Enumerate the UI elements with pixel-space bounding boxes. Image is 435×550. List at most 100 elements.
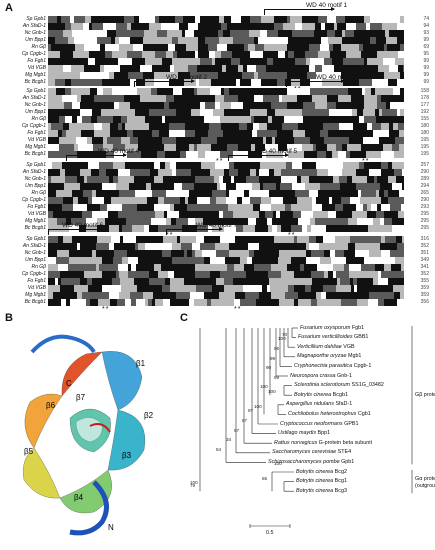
residue-block xyxy=(341,72,357,79)
residue-count: 352 xyxy=(420,271,429,277)
residue-block xyxy=(180,197,185,204)
residue-block xyxy=(323,123,330,130)
residue-block xyxy=(294,51,305,58)
residue-block xyxy=(328,169,342,176)
bootstrap-value: 97 xyxy=(248,408,254,414)
species-label: Rn Gβ xyxy=(31,116,46,122)
residue-block xyxy=(48,190,56,197)
residue-block xyxy=(151,88,157,95)
residue-block xyxy=(381,162,388,169)
residue-block xyxy=(346,51,361,58)
residue-block xyxy=(366,130,373,137)
residue-block xyxy=(311,250,324,257)
residue-block xyxy=(155,16,159,23)
residue-block xyxy=(306,250,311,257)
residue-block xyxy=(264,257,278,264)
residue-block xyxy=(372,79,388,86)
residue-block xyxy=(309,44,320,51)
residue-block xyxy=(398,65,403,72)
residue-block xyxy=(290,16,302,23)
residue-block xyxy=(185,197,188,204)
residue-block xyxy=(144,30,157,37)
residue-block xyxy=(95,58,111,65)
residue-block xyxy=(316,225,321,232)
residue-block xyxy=(187,204,200,211)
residue-block xyxy=(177,236,180,243)
residue-block xyxy=(381,204,390,211)
residue-block xyxy=(111,37,115,44)
residue-block xyxy=(153,123,169,130)
residue-block xyxy=(309,176,317,183)
residue-block xyxy=(141,151,157,158)
residue-block xyxy=(360,197,367,204)
residue-block xyxy=(150,169,158,176)
residue-block xyxy=(233,211,246,218)
residue-block xyxy=(74,16,85,23)
residue-block xyxy=(169,102,185,109)
residue-block xyxy=(90,102,105,109)
residue-block xyxy=(287,72,298,79)
sequence-track xyxy=(48,211,404,218)
residue-block xyxy=(198,23,212,30)
residue-block xyxy=(381,197,388,204)
residue-block xyxy=(92,137,103,144)
residue-block xyxy=(231,102,243,109)
residue-block xyxy=(166,218,171,225)
residue-block xyxy=(68,264,78,271)
residue-block xyxy=(87,204,100,211)
residue-block xyxy=(208,44,217,51)
residue-block xyxy=(393,285,397,292)
residue-block xyxy=(80,169,91,176)
residue-block xyxy=(185,102,189,109)
taxon-label: Verticillium dahliae VGB xyxy=(297,344,355,350)
residue-block xyxy=(282,95,297,102)
residue-block xyxy=(357,72,361,79)
residue-block xyxy=(97,218,105,225)
residue-block xyxy=(199,190,209,197)
residue-block xyxy=(62,151,77,158)
residue-block xyxy=(309,123,323,130)
residue-block xyxy=(61,16,70,23)
residue-block xyxy=(322,204,325,211)
residue-block xyxy=(213,109,217,116)
residue-block xyxy=(400,292,404,299)
residue-block xyxy=(122,204,127,211)
residue-block xyxy=(349,271,365,278)
residue-block xyxy=(302,197,312,204)
residue-block xyxy=(158,271,168,278)
residue-block xyxy=(263,95,279,102)
residue-block xyxy=(58,264,68,271)
sequence-track xyxy=(48,285,404,292)
residue-block xyxy=(158,243,172,250)
residue-block xyxy=(54,58,66,65)
residue-block xyxy=(234,250,249,257)
residue-block xyxy=(119,292,130,299)
taxon-species: Cochliobolus heterostrophus xyxy=(288,410,357,417)
residue-block xyxy=(262,151,266,158)
residue-block xyxy=(134,16,139,23)
residue-block xyxy=(223,137,234,144)
residue-block xyxy=(48,250,57,257)
residue-block xyxy=(86,72,97,79)
residue-block xyxy=(176,137,181,144)
wd40-motif-label: WD 40 motif 7 xyxy=(196,222,238,229)
residue-block xyxy=(366,151,381,158)
residue-block xyxy=(214,144,227,151)
residue-block xyxy=(317,299,323,306)
residue-block xyxy=(286,162,292,169)
residue-block xyxy=(61,299,66,306)
residue-block xyxy=(68,37,74,44)
residue-block xyxy=(309,236,316,243)
species-label: Bc Bcgb1 xyxy=(24,151,46,157)
residue-block xyxy=(308,144,313,151)
residue-block xyxy=(392,144,399,151)
residue-block xyxy=(215,37,219,44)
residue-block xyxy=(316,197,329,204)
sequence-track xyxy=(48,183,404,190)
